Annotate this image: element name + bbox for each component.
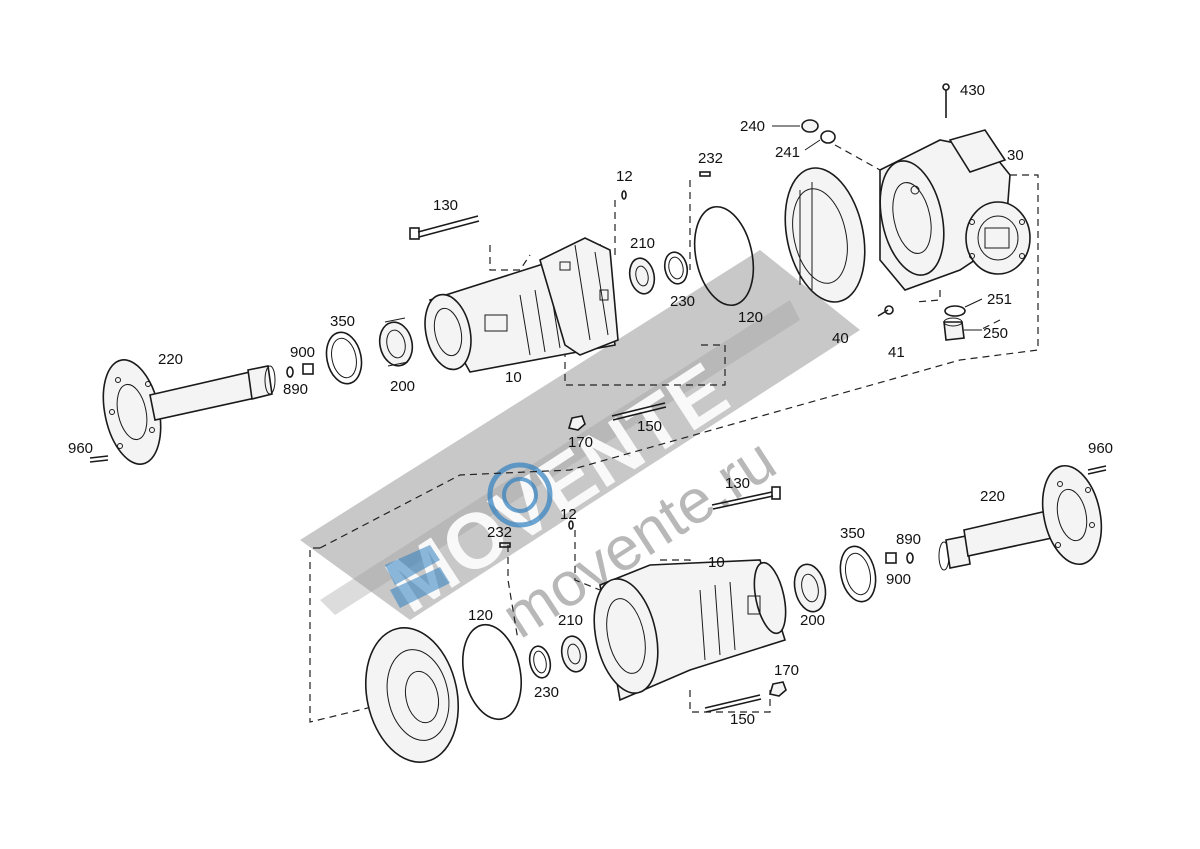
ring-230-lower — [528, 645, 552, 679]
pin-12-lower — [568, 520, 574, 530]
callout-230-lower: 230 — [534, 684, 559, 701]
callout-200-upper: 200 — [390, 378, 415, 395]
nut-170-upper — [567, 415, 586, 431]
key-900-upper — [302, 363, 314, 375]
stud-150-upper — [611, 402, 667, 421]
pin-12-upper — [621, 190, 627, 200]
callout-890-lower: 890 — [896, 531, 921, 548]
key-900-lower — [885, 552, 897, 564]
bearing-210-upper — [628, 257, 656, 295]
washer-41 — [884, 305, 894, 315]
callout-170-lower: 170 — [774, 662, 799, 679]
ring-241 — [820, 130, 836, 144]
callout-430: 430 — [960, 82, 985, 99]
bearing-210-lower — [560, 635, 588, 673]
bearing-200-lower — [793, 563, 827, 613]
ring-890-lower — [906, 552, 914, 564]
plug-250 — [943, 317, 965, 341]
callout-900-upper: 900 — [290, 344, 315, 361]
callout-40: 40 — [832, 330, 849, 347]
callout-41: 41 — [888, 344, 905, 361]
callout-numbers: 430 240 241 30 232 12 130 210 230 120 25… — [68, 82, 1113, 728]
lower-assembly — [309, 464, 1107, 763]
leader-lines — [772, 125, 983, 331]
axle-shaft-220-lower — [938, 464, 1103, 571]
callout-960-lower: 960 — [1088, 440, 1113, 457]
callout-900-lower: 900 — [886, 571, 911, 588]
bolt-130-upper — [409, 215, 480, 240]
callout-230-upper: 230 — [670, 293, 695, 310]
plug-240 — [801, 119, 819, 133]
planetary-housing-10-lower — [593, 559, 787, 702]
callout-350-upper: 350 — [330, 313, 355, 330]
callout-210-upper: 210 — [630, 235, 655, 252]
axle-housing-30 — [879, 129, 1031, 291]
axle-shaft-220-upper — [102, 359, 276, 465]
bolt-430 — [942, 83, 950, 118]
callout-241: 241 — [775, 144, 800, 161]
seal-ring-350-upper — [325, 331, 363, 385]
planetary-housing-10-upper — [424, 237, 619, 373]
callout-220-lower: 220 — [980, 488, 1005, 505]
bolt-960-upper — [89, 455, 109, 463]
ring-230-upper — [663, 251, 689, 285]
callout-170-upper: 170 — [568, 434, 593, 451]
callout-12-upper: 12 — [616, 168, 633, 185]
callout-232-upper: 232 — [698, 150, 723, 167]
pin-232-lower — [499, 542, 511, 548]
stud-150-lower — [704, 694, 762, 713]
callout-200-lower: 200 — [800, 612, 825, 629]
bolt-130-lower — [711, 486, 781, 510]
screw-40 — [877, 309, 889, 317]
bolt-960-lower — [1087, 465, 1107, 475]
callout-150-lower: 150 — [730, 711, 755, 728]
callout-12-lower: 12 — [560, 506, 577, 523]
callout-220-upper: 220 — [158, 351, 183, 368]
callout-890-upper: 890 — [283, 381, 308, 398]
callout-232-lower: 232 — [487, 524, 512, 541]
callout-251: 251 — [987, 291, 1012, 308]
callout-10-lower: 10 — [708, 554, 725, 571]
callout-210-lower: 210 — [558, 612, 583, 629]
ring-251 — [944, 305, 966, 317]
ring-890-upper — [286, 366, 294, 378]
seal-ring-350-lower — [839, 545, 877, 603]
callout-150-upper: 150 — [637, 418, 662, 435]
o-ring-120-lower — [462, 623, 522, 721]
callout-130-upper: 130 — [433, 197, 458, 214]
callout-10-upper: 10 — [505, 369, 522, 386]
nut-170-lower — [768, 681, 787, 697]
callout-960-upper: 960 — [68, 440, 93, 457]
pin-232-upper — [699, 171, 711, 177]
callout-120-lower: 120 — [468, 607, 493, 624]
upper-assembly — [89, 83, 1039, 549]
o-ring-120-upper — [693, 205, 755, 307]
callout-240: 240 — [740, 118, 765, 135]
watermark-logo — [385, 462, 553, 608]
callout-250: 250 — [983, 325, 1008, 342]
callout-30: 30 — [1007, 147, 1024, 164]
callout-130-lower: 130 — [725, 475, 750, 492]
ring-gear-disk-upper — [784, 167, 866, 303]
ring-gear-disk-lower — [364, 627, 460, 763]
bearing-200-upper — [378, 317, 414, 367]
callout-120-upper: 120 — [738, 309, 763, 326]
callout-350-lower: 350 — [840, 525, 865, 542]
